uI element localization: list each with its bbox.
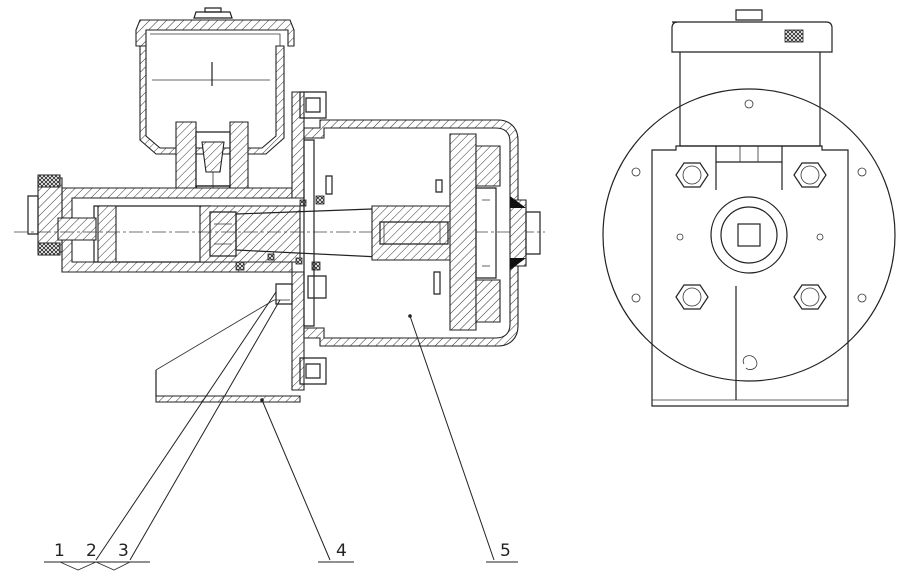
booster-diaphragm <box>449 133 501 331</box>
inlet-fitting <box>27 174 97 256</box>
end-cap <box>509 196 541 270</box>
reservoir-cap <box>135 7 295 47</box>
reservoir-valve <box>175 121 249 197</box>
leader-3 <box>129 299 281 561</box>
end-view-bolt-holes <box>631 99 867 303</box>
seal-row <box>235 195 325 271</box>
end-view-reservoir <box>671 9 833 163</box>
fluid-reservoir <box>139 33 285 155</box>
callout-label-2: 2 <box>86 541 97 561</box>
mounting-flange <box>275 91 327 391</box>
leader-2 <box>95 291 277 561</box>
support-bracket <box>155 299 301 403</box>
end-view-housing-circle <box>602 88 896 382</box>
push-rod <box>235 205 459 261</box>
callout-label-3: 3 <box>118 541 129 561</box>
end-view-mounting-plate <box>651 145 849 407</box>
leader-4 <box>261 399 331 561</box>
end-view <box>602 9 896 407</box>
leader-5 <box>409 315 495 561</box>
callout-label-1: 1 <box>54 541 65 561</box>
end-view-clip <box>742 355 758 370</box>
master-cylinder <box>61 187 301 273</box>
end-view-hex-bolts <box>675 162 827 310</box>
section-view <box>14 7 545 403</box>
callout-label-4: 4 <box>336 541 347 561</box>
callouts: 1 2 3 4 5 <box>44 291 518 571</box>
spring-clips <box>325 175 443 295</box>
callout-label-5: 5 <box>500 541 511 561</box>
end-view-central-boss <box>710 196 788 274</box>
